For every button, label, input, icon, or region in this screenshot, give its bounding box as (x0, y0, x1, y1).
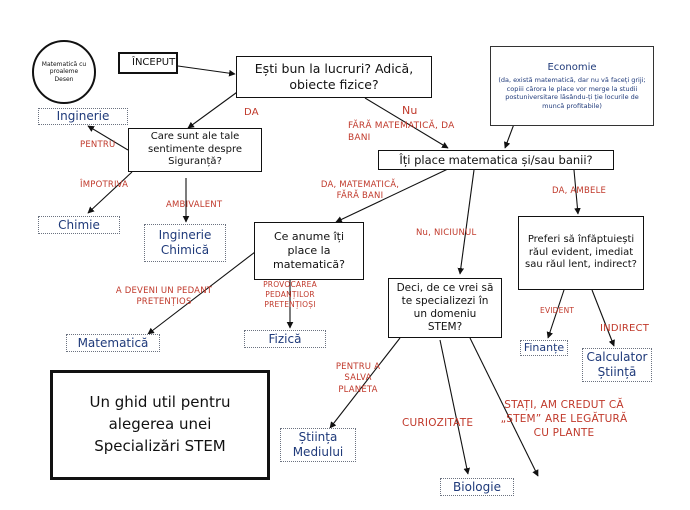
result-label: Chimie (58, 217, 100, 232)
result-label: Matematică (77, 335, 149, 350)
edge-label-curiozitate: CURIOZITATE (402, 417, 474, 429)
result-chemical-engineering: Inginerie Chimică (144, 224, 226, 262)
edge-label-da-matematica: DA, MATEMATICĂ, FĂRĂ BANI (320, 180, 400, 202)
guide-title: Un ghid util pentru alegerea unei Specia… (89, 393, 231, 455)
start-label: ÎNCEPUT (132, 56, 176, 68)
result-label: Finanțe (523, 341, 565, 355)
edge-label-pentru: PENTRU (80, 140, 116, 150)
result-label: Inginerie Chimică (158, 228, 212, 257)
edge-label-stati: STAȚI, AM CREDUT CĂ „STEM” ARE LEGĂTURĂ … (500, 399, 628, 440)
result-mathematics: Matematică (66, 334, 160, 352)
question-text: Îți place matematica și/sau banii? (399, 152, 593, 167)
result-label: Economie (547, 61, 597, 73)
edge-label-da: DA (244, 107, 259, 118)
question-evil: Preferi să înfăptuiești răul evident, im… (518, 216, 644, 290)
edge-label-impotriva: ÎMPOTRIVA (80, 180, 129, 190)
result-engineering: Inginerie (38, 108, 128, 125)
result-physics: Fizică (244, 330, 326, 348)
question-physical-objects: Ești bun la lucruri? Adică, obiecte fizi… (236, 56, 432, 98)
result-label: Biologie (453, 479, 501, 494)
result-label: Inginerie (56, 109, 110, 123)
edge-label-a-deveni: A DEVENI UN PEDANT PRETENȚIOS (115, 286, 213, 308)
question-why-stem: Deci, de ce vrei să te specializezi în u… (388, 278, 502, 338)
result-label: Fizică (268, 331, 302, 346)
edge-label-nu-niciunul: Nu, NICIUNUL (416, 228, 477, 238)
edge-label-da-ambele: DA, AMBELE (552, 186, 607, 196)
question-text: Ești bun la lucruri? Adică, obiecte fizi… (254, 61, 414, 92)
result-label: Știința Mediului (292, 430, 344, 459)
question-text: Preferi să înfăptuiești răul evident, im… (525, 234, 637, 271)
result-label: Calculator Științā (586, 350, 648, 379)
question-math-money: Îți place matematica și/sau banii? (378, 150, 614, 170)
result-computer-science: Calculator Științā (582, 348, 652, 382)
question-text: Ce anume îți place la matematică? (273, 230, 345, 271)
question-what-about-math: Ce anume îți place la matematică? (254, 222, 364, 280)
start-box: ÎNCEPUT (118, 52, 178, 74)
question-safety: Care sunt ale tale sentimente despre Sig… (128, 128, 262, 172)
question-text: Deci, de ce vrei să te specializezi în u… (396, 281, 494, 334)
logo-badge: Matematică cu proaleme Desen (32, 40, 96, 104)
edge-label-evident: EVIDENT (540, 306, 575, 315)
result-biology: Biologie (440, 478, 514, 496)
result-chemistry: Chimie (38, 216, 120, 234)
guide-title-box: Un ghid util pentru alegerea unei Specia… (50, 370, 270, 480)
question-text: Care sunt ale tale sentimente despre Sig… (148, 131, 242, 168)
edge-label-nu: Nu (402, 104, 418, 117)
result-note: (da, există matematică, dar nu vă faceți… (498, 76, 646, 110)
edge-label-indirect: INDIRECT (600, 323, 650, 334)
result-environmental-science: Știința Mediului (280, 428, 356, 462)
edge-label-provocarea: PROVOCAREA PEDANȚILOR PRETENȚIOȘI (263, 280, 317, 310)
logo-text: Matematică cu proaleme Desen (41, 60, 87, 83)
result-finance: Finanțe (520, 340, 568, 356)
edge-label-ambivalent: AMBIVALENT (166, 200, 223, 210)
result-economics: Economie (da, există matematică, dar nu … (490, 46, 654, 126)
edge-label-pentru-planeta: PENTRU A SALVA PLANETA (335, 362, 381, 395)
edge-label-fara-matematica: FĂRĂ MATEMATICĂ, DA BANI (348, 121, 455, 144)
